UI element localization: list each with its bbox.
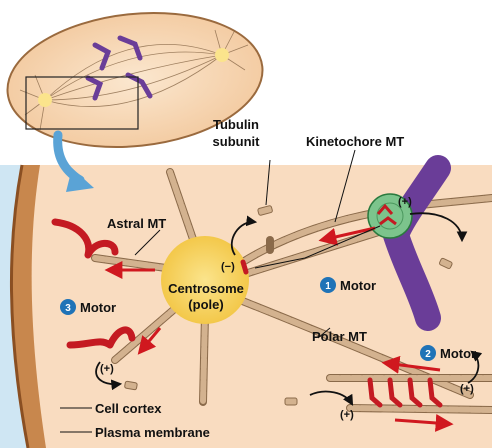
svg-text:3: 3 xyxy=(65,303,71,314)
cell-cortex-label: Cell cortex xyxy=(95,401,162,416)
motor-2-label: Motor xyxy=(440,346,476,361)
svg-text:2: 2 xyxy=(425,349,431,360)
plus-end-label-polar-top: (+) xyxy=(460,383,474,395)
tubulin-subunit-label-line1: Tubulin xyxy=(213,117,259,132)
plus-end-label-polar-bottom: (+) xyxy=(340,409,354,421)
svg-text:1: 1 xyxy=(325,281,331,292)
motor-3-label: Motor xyxy=(80,300,116,315)
centrosome-label-line2: (pole) xyxy=(188,297,223,312)
plasma-membrane-label: Plasma membrane xyxy=(95,425,210,440)
step-badge-3: 3 xyxy=(60,299,76,315)
motor-1 xyxy=(243,262,246,272)
plus-end-label-kinetochore: (+) xyxy=(398,196,412,208)
tubulin-subunit-label-line2: subunit xyxy=(213,134,261,149)
motor-1-label: Motor xyxy=(340,278,376,293)
inset-centrosome-right xyxy=(215,48,229,62)
inset-centrosome-left xyxy=(38,93,52,107)
kinetochore-mt-label: Kinetochore MT xyxy=(306,134,404,149)
minus-end-label: (−) xyxy=(221,261,235,273)
step-badge-2: 2 xyxy=(420,345,436,361)
step-badge-1: 1 xyxy=(320,277,336,293)
plus-end-label-astral: (+) xyxy=(100,363,114,375)
polar-mt-label: Polar MT xyxy=(312,329,367,344)
astral-mt-label: Astral MT xyxy=(107,216,166,231)
centrosome-label-line1: Centrosome xyxy=(168,281,244,296)
